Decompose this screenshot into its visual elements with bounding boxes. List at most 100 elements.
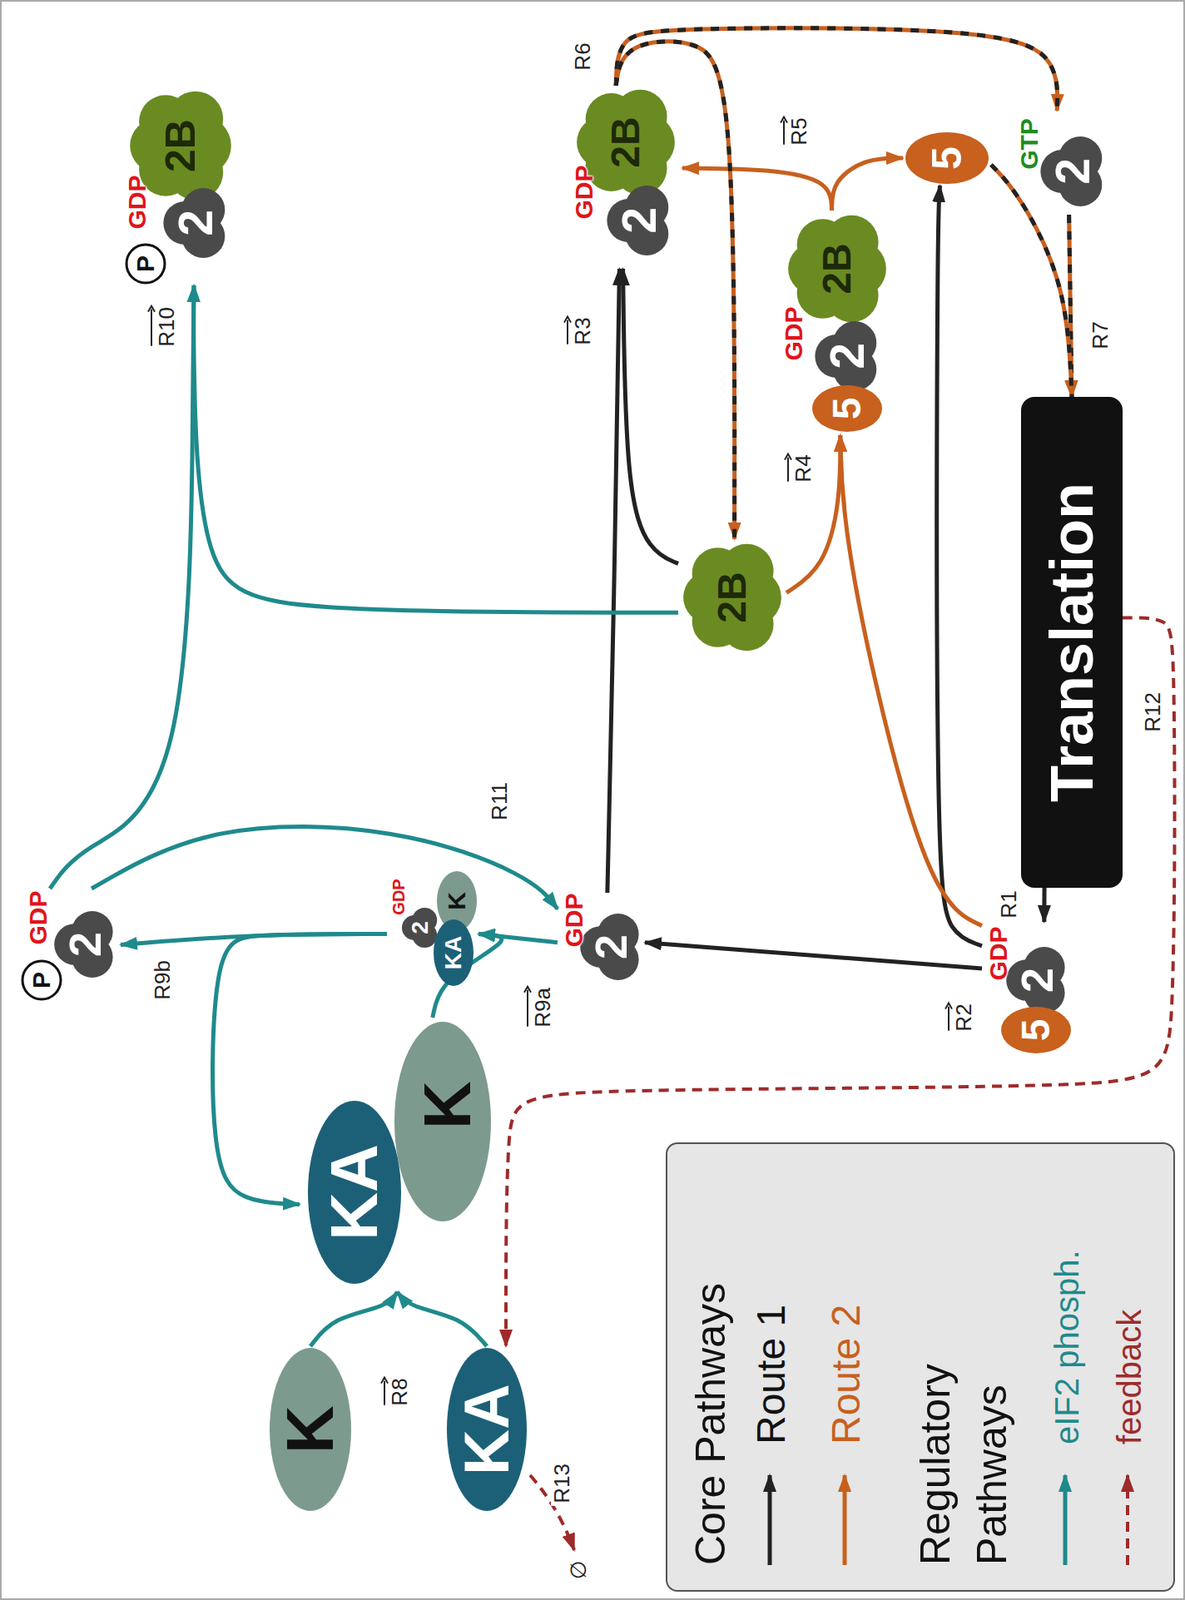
blob-shape bbox=[163, 188, 225, 258]
direction-overarrow bbox=[783, 452, 793, 486]
process-box bbox=[1021, 396, 1123, 888]
node-label: 2 bbox=[1049, 158, 1097, 185]
reaction-label: R13 bbox=[550, 1461, 573, 1507]
node-label: 2B bbox=[605, 116, 646, 168]
node-label: K bbox=[444, 892, 470, 911]
overarrow-shaft bbox=[783, 120, 785, 145]
reaction-arrow bbox=[991, 164, 1072, 397]
node-label: 2B bbox=[712, 571, 753, 623]
overarrow-head bbox=[381, 1378, 388, 1384]
connector-line bbox=[607, 268, 620, 893]
reaction-arrow bbox=[193, 285, 679, 613]
node-label: P bbox=[133, 255, 159, 273]
node-label: 2B bbox=[817, 242, 858, 294]
node-label: K bbox=[277, 1405, 344, 1454]
protein-ellipse bbox=[446, 1348, 527, 1512]
protein-ellipse bbox=[307, 1100, 402, 1285]
node-label: 5 bbox=[1016, 1019, 1057, 1042]
blob-shape bbox=[1006, 947, 1065, 1014]
blob-shape bbox=[1040, 136, 1102, 207]
reaction-label: R9a bbox=[531, 985, 554, 1031]
node-label: 2 bbox=[172, 209, 220, 237]
blob-shape bbox=[580, 913, 639, 981]
connector-line bbox=[91, 826, 558, 909]
eif2b: 2B bbox=[678, 539, 787, 656]
ell-shape bbox=[812, 385, 883, 432]
direction-overarrow bbox=[944, 1001, 953, 1035]
connector-line bbox=[991, 164, 1072, 397]
overarrow-shaft bbox=[383, 1381, 386, 1406]
eif2-gtp: GTP 2 bbox=[1011, 110, 1111, 215]
eif2b-lobe bbox=[143, 108, 219, 184]
phospho-eif2-gdp: PGDP2 bbox=[16, 888, 121, 1002]
node-label: GTP bbox=[1016, 118, 1042, 170]
connector-line bbox=[397, 1292, 488, 1347]
overarrow-shaft bbox=[947, 1006, 950, 1032]
node-label: GDP bbox=[781, 306, 807, 361]
node-label: K bbox=[414, 1080, 481, 1130]
protein-ellipse bbox=[394, 1021, 491, 1222]
protein-ellipse bbox=[905, 132, 989, 184]
node-label: 2 bbox=[615, 207, 664, 234]
ell-shape bbox=[307, 1100, 402, 1285]
connector-line bbox=[786, 435, 841, 593]
reaction-arrow bbox=[49, 285, 194, 889]
node-label: GDP bbox=[25, 890, 51, 945]
ell-shape bbox=[905, 132, 989, 184]
reaction-arrow bbox=[310, 1292, 398, 1347]
reaction-label: R5 bbox=[788, 114, 810, 148]
reaction-label: R9b bbox=[151, 957, 174, 1003]
reaction-arrow bbox=[937, 185, 982, 947]
direction-overarrow bbox=[147, 304, 156, 350]
protein-ellipse bbox=[433, 919, 474, 987]
overarrow-head bbox=[945, 1003, 952, 1010]
reaction-arrow bbox=[840, 435, 982, 927]
node-label: KA bbox=[455, 1383, 519, 1476]
reaction-label: R12 bbox=[1141, 689, 1164, 735]
kinase-eif2-complex: GDP2KAK bbox=[386, 867, 479, 993]
translation-box: Translation bbox=[1021, 396, 1123, 888]
kinase-activator: KA bbox=[445, 1346, 529, 1513]
reaction-label: R4 bbox=[792, 451, 814, 485]
overarrow-head bbox=[148, 306, 155, 313]
direction-overarrow bbox=[380, 1376, 389, 1409]
ell-shape bbox=[22, 961, 61, 1000]
blob-shape bbox=[54, 911, 113, 978]
connector-line bbox=[644, 942, 982, 969]
overarrow-head bbox=[524, 986, 531, 993]
direction-overarrow bbox=[523, 985, 532, 1031]
overarrow-shaft bbox=[566, 320, 569, 345]
legend-text: eIF2 phosph. bbox=[1046, 1250, 1087, 1446]
direction-overarrow bbox=[779, 115, 789, 149]
connector-line bbox=[310, 1292, 398, 1347]
reaction-label: R3 bbox=[571, 314, 594, 348]
cloud-shape bbox=[788, 215, 887, 323]
node-label: 2 bbox=[588, 934, 634, 960]
eif2b-lobe bbox=[590, 106, 663, 179]
eif2-gdp-eif2b: GDP 2 2B bbox=[565, 85, 683, 269]
connector-line bbox=[682, 168, 833, 211]
direction-overarrow bbox=[563, 315, 572, 348]
legend-text: Route 2 bbox=[822, 1304, 871, 1445]
connector-line bbox=[832, 158, 903, 211]
ell-shape bbox=[433, 919, 474, 987]
eif5-eif2-gdp: 5GDP2 bbox=[981, 922, 1074, 1056]
reaction-arrow bbox=[607, 268, 620, 893]
overarrow-head bbox=[784, 454, 792, 461]
legend-text: feedback bbox=[1109, 1309, 1150, 1445]
legend-text: Regulatory Pathways bbox=[907, 1199, 1021, 1566]
overarrow-shaft bbox=[150, 309, 153, 347]
node-label: 2 bbox=[62, 932, 108, 957]
node-label: KA bbox=[321, 1144, 388, 1241]
legend-text: Route 1 bbox=[747, 1304, 796, 1445]
eif5: 5 bbox=[902, 130, 992, 186]
cloud-shape bbox=[683, 544, 782, 651]
node-label: GDP bbox=[571, 164, 597, 219]
node-label: 2 bbox=[823, 342, 872, 370]
ell-shape bbox=[394, 1021, 491, 1222]
legend-sample bbox=[1125, 1475, 1130, 1566]
reaction-label: R10 bbox=[155, 304, 178, 350]
node-label: GDP bbox=[561, 892, 587, 948]
connector-line bbox=[1041, 887, 1047, 923]
